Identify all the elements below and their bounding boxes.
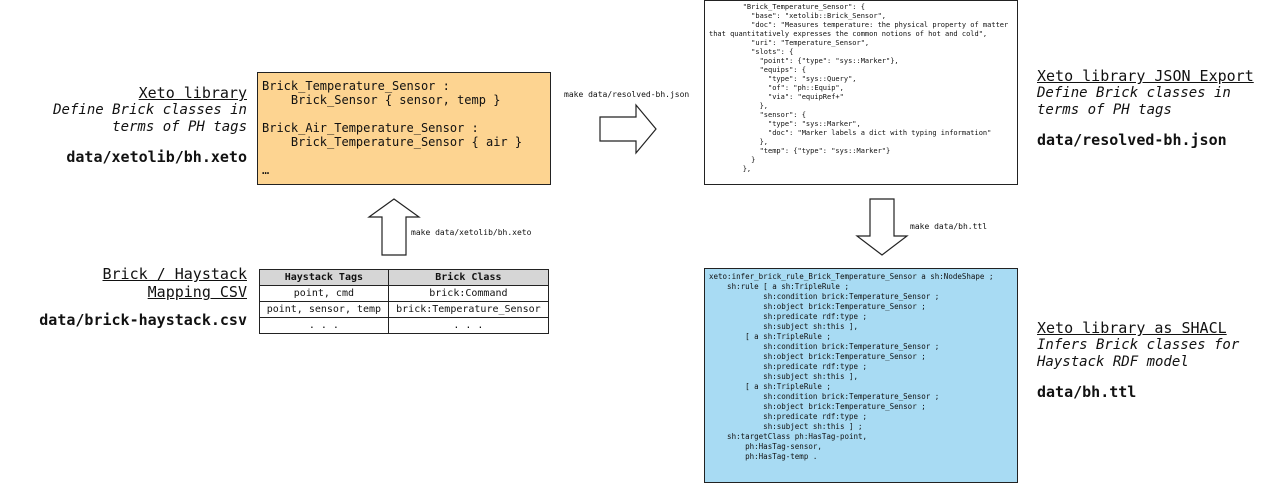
shacl-code-line: ph:HasTag-sensor, [709,442,822,451]
xeto-library-title: Xeto library [138,84,247,102]
json-code-line: "of": "ph::Equip", [709,84,844,92]
mapping-table: Haystack Tags Brick Class point, cmd bri… [259,269,550,334]
json-export-path: data/resolved-bh.json [1037,131,1227,149]
json-code-line: "Brick_Temperature_Sensor": { [709,3,865,11]
table-header-row: Haystack Tags Brick Class [259,269,550,286]
xeto-library-label: Xeto library Define Brick classes in ter… [53,84,247,166]
shacl-code-line: [ a sh:TripleRule ; [709,332,831,341]
json-export-title: Xeto library JSON Export [1037,67,1254,85]
shacl-code-box: xeto:infer_brick_rule_Brick_Temperature_… [704,268,1018,483]
mapping-title-2: Mapping CSV [147,283,247,301]
shacl-code-line: sh:condition brick:Temperature_Sensor ; [709,342,940,351]
mapping-title-1: Brick / Haystack [102,265,248,283]
shacl-code-line: sh:predicate rdf:type ; [709,312,868,321]
json-code-line: }, [709,165,752,173]
table-cell: . . . [387,317,550,334]
shacl-code-line: [ a sh:TripleRule ; [709,382,831,391]
table-row: point, cmd brick:Command [259,285,550,302]
shacl-code-line: sh:rule [ a sh:TripleRule ; [709,282,849,291]
json-code-line: "sensor": { [709,111,806,119]
json-code-line: "doc": "Marker labels a dict with typing… [709,129,992,137]
json-code-line: that quantitatively expresses the common… [709,30,988,38]
xeto-code-box: Brick_Temperature_Sensor : Brick_Sensor … [257,72,551,185]
table-cell: point, sensor, temp [259,301,389,318]
table-row: point, sensor, temp brick:Temperature_Se… [259,301,550,318]
json-export-desc-1: Define Brick classes in [1037,85,1231,101]
table-row: . . . . . . [259,317,550,334]
json-code-line: "via": "equipRef+" [709,93,844,101]
shacl-code-line: sh:targetClass ph:HasTag-point, [709,432,868,441]
json-export-desc-2: terms of PH tags [1037,102,1172,118]
json-code-line: "temp": {"type": "sys::Marker"} [709,147,891,155]
shacl-path: data/bh.ttl [1037,383,1137,401]
json-code-line: "point": {"type": "sys::Marker"}, [709,57,899,65]
shacl-code-line: sh:object brick:Temperature_Sensor ; [709,352,926,361]
shacl-title: Xeto library as SHACL [1037,319,1227,337]
down-arrow-icon [855,198,909,256]
json-code-line: "type": "sys::Query", [709,75,857,83]
make-ttl-command: make data/bh.ttl [910,222,988,231]
mapping-path: data/brick-haystack.csv [39,311,247,329]
json-code-line: "doc": "Measures temperature: the physic… [709,21,1009,29]
shacl-code-line: sh:predicate rdf:type ; [709,412,868,421]
xeto-library-desc-2: terms of PH tags [112,119,247,135]
shacl-desc-1: Infers Brick classes for [1037,337,1240,353]
xeto-code-line [262,149,550,163]
json-code-line: "equips": { [709,66,806,74]
shacl-code-line: sh:condition brick:Temperature_Sensor ; [709,292,940,301]
xeto-code-line: Brick_Sensor { sensor, temp } [262,93,501,107]
table-cell: . . . [259,317,389,334]
shacl-desc-2: Haystack RDF model [1037,354,1189,370]
xeto-code-line: Brick_Air_Temperature_Sensor : [262,121,479,135]
table-cell: brick:Temperature_Sensor [387,301,550,318]
up-arrow-icon [367,198,421,256]
column-header: Haystack Tags [259,269,389,286]
right-arrow-icon [599,103,657,155]
json-code-line: "type": "sys::Marker", [709,120,861,128]
table-cell: brick:Command [387,285,550,302]
json-code-line: "base": "xetolib::Brick_Sensor", [709,12,887,20]
shacl-code-line: xeto:infer_brick_rule_Brick_Temperature_… [709,272,994,281]
json-code-line: "slots": { [709,48,794,56]
json-export-label: Xeto library JSON Export Define Brick cl… [1037,67,1254,149]
shacl-code-line: sh:object brick:Temperature_Sensor ; [709,402,926,411]
shacl-label: Xeto library as SHACL Infers Brick class… [1037,319,1239,401]
table-cell: point, cmd [259,285,389,302]
json-code-line: }, [709,138,769,146]
shacl-code-line: sh:subject sh:this ], [709,322,859,331]
make-xeto-command: make data/xetolib/bh.xeto [411,228,532,237]
shacl-code-line: sh:subject sh:this ] ; [709,422,863,431]
xeto-code-line: Brick_Temperature_Sensor { air } [262,135,523,149]
shacl-code-line: ph:HasTag-temp . [709,452,818,461]
shacl-code-line: sh:object brick:Temperature_Sensor ; [709,302,926,311]
json-code-box: "Brick_Temperature_Sensor": { "base": "x… [704,0,1018,185]
xeto-code-line: Brick_Temperature_Sensor : [262,79,450,93]
shacl-code-line: sh:predicate rdf:type ; [709,362,868,371]
json-code-line: "uri": "Temperature_Sensor", [709,39,870,47]
json-code-line: }, [709,102,769,110]
shacl-code-line: sh:subject sh:this ], [709,372,859,381]
xeto-library-desc-1: Define Brick classes in [53,102,247,118]
mapping-csv-label: Brick / Haystack Mapping CSV data/brick-… [39,265,247,329]
column-header: Brick Class [387,269,550,286]
make-json-command: make data/resolved-bh.json [564,90,690,99]
json-code-line: } [709,156,756,164]
xeto-code-line: … [262,163,270,177]
xeto-library-path: data/xetolib/bh.xeto [66,148,247,166]
shacl-code-line: sh:condition brick:Temperature_Sensor ; [709,392,940,401]
xeto-code-line [262,107,550,121]
